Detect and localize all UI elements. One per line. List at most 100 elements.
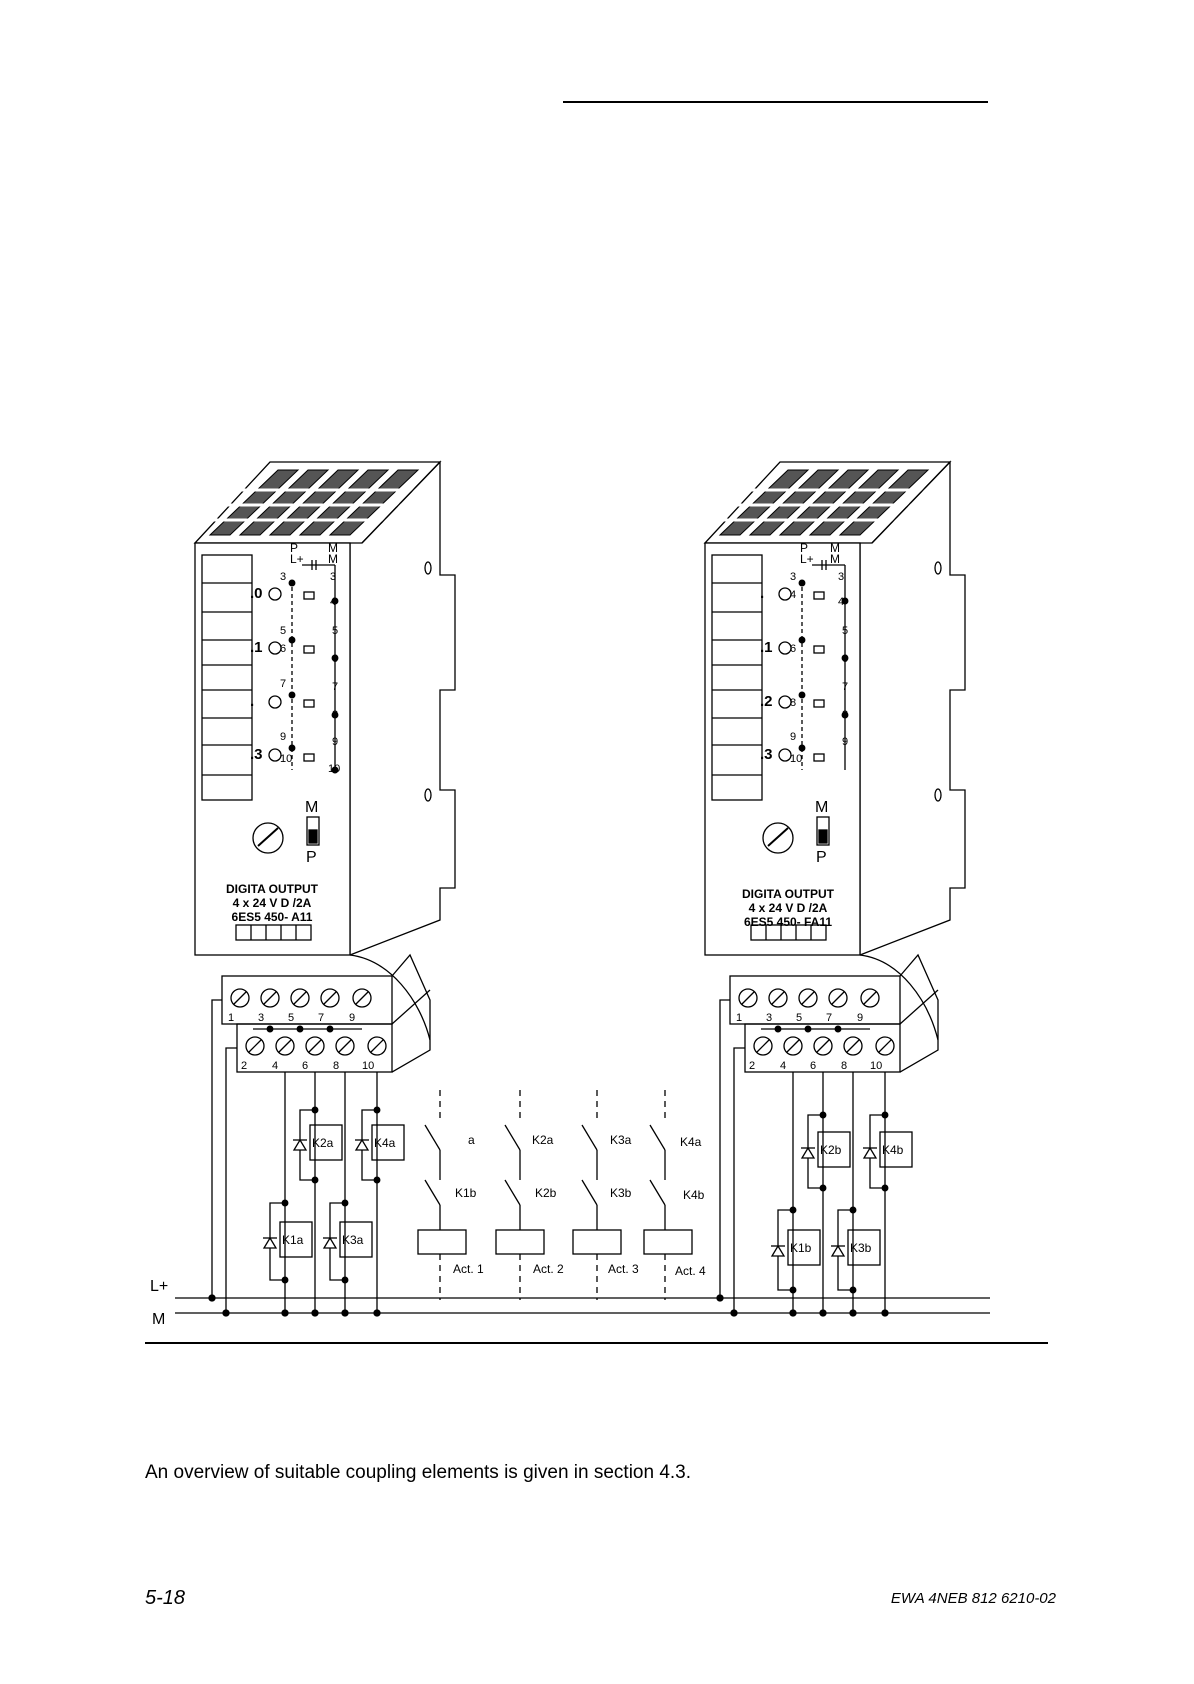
m1-switch-p: P [306, 849, 317, 866]
m1-top-p: P [290, 541, 298, 555]
m2-channel-3: .3 [760, 746, 773, 763]
m1-right-pin: 10 [328, 763, 340, 775]
m2-left-pin: 9 [790, 731, 796, 743]
m2-label-line1: DIGITA OUTPUT [742, 887, 835, 901]
m2-channel-0: . [760, 585, 764, 602]
m2-terminal-bottom: 10 [870, 1060, 882, 1072]
contact-label: K4b [683, 1188, 705, 1202]
m1-right-pin: 8 [332, 709, 338, 721]
m2-channel-1: .1 [760, 639, 773, 656]
m2-terminal-top: 5 [796, 1012, 802, 1024]
m1-switch-m: M [305, 799, 318, 816]
terminal-screws-2 [738, 988, 895, 1056]
m1-terminal-top: 1 [228, 1012, 234, 1024]
m1-terminal-bottom: 6 [302, 1060, 308, 1072]
m1-channel-1: .1 [250, 639, 263, 656]
relay-label: K4b [882, 1143, 904, 1157]
m1-left-pin: 6 [280, 643, 286, 655]
actuator-label: Act. 3 [608, 1262, 639, 1276]
terminal-screws-1 [230, 988, 387, 1056]
m2-switch-p: P [816, 849, 827, 866]
m1-terminal-bottom: 10 [362, 1060, 374, 1072]
m2-top-p: P [800, 541, 808, 555]
body-text: An overview of suitable coupling element… [145, 1462, 692, 1483]
relay-label: K1b [790, 1241, 812, 1255]
top-rule [563, 101, 988, 103]
vent-grid-1 [180, 469, 430, 536]
m1-channel-0: .0 [250, 585, 263, 602]
m2-terminal-bottom: 8 [841, 1060, 847, 1072]
contact-network [417, 1090, 693, 1300]
m2-left-pin: 6 [790, 643, 796, 655]
m2-top-m2: M [830, 552, 840, 566]
m2-right-pin: 6 [842, 653, 848, 665]
m2-right-pin: 8 [842, 709, 848, 721]
m1-left-pin: 7 [280, 678, 286, 690]
m2-terminal-bottom: 6 [810, 1060, 816, 1072]
m1-top-m1: M [328, 541, 338, 555]
m1-right-pin: 5 [332, 625, 338, 637]
m2-label-line2: 4 x 24 V D /2A [749, 901, 828, 915]
m1-channel-2: . [250, 693, 254, 710]
vent-grid-2 [690, 469, 940, 536]
page-number: 5-18 [145, 1587, 186, 1609]
m1-terminal-top: 9 [349, 1012, 355, 1024]
m1-right-pin: 4 [330, 596, 336, 608]
contact-label: a [468, 1133, 475, 1147]
contact-label: K3a [610, 1133, 632, 1147]
m2-right-pin: 9 [842, 736, 848, 748]
m1-channel-3: .3 [250, 746, 263, 763]
m1-label-line3: 6ES5 450- A11 [232, 910, 313, 924]
document-id: EWA 4NEB 812 6210-02 [890, 1590, 1056, 1607]
m1-left-pin: 10 [280, 753, 292, 765]
m2-right-pin: 4 [838, 596, 844, 608]
m1-terminal-top: 5 [288, 1012, 294, 1024]
contact-label: K1b [455, 1186, 477, 1200]
m2-channel-2: .2 [760, 693, 773, 710]
m2-terminal-bottom: 2 [749, 1060, 755, 1072]
contact-label: K2b [535, 1186, 557, 1200]
m2-right-pin: 3 [838, 571, 844, 583]
m1-right-pin: 3 [330, 571, 336, 583]
m1-label-line2: 4 x 24 V D /2A [233, 896, 312, 910]
m1-terminal-bottom: 8 [333, 1060, 339, 1072]
m1-top-lplus: L+ [290, 552, 304, 566]
m2-switch-m: M [815, 799, 828, 816]
m2-terminal-top: 9 [857, 1012, 863, 1024]
m1-right-pin: 6 [332, 653, 338, 665]
relay-label: K3b [850, 1241, 872, 1255]
contact-label: K4a [680, 1135, 702, 1149]
m2-terminal-top: 7 [826, 1012, 832, 1024]
m1-terminal-top: 7 [318, 1012, 324, 1024]
contact-label: K3b [610, 1186, 632, 1200]
m2-top-m1: M [830, 541, 840, 555]
m1-top-m2: M [328, 552, 338, 566]
rail-label-lplus: L+ [150, 1278, 168, 1295]
m1-left-pin: 9 [280, 731, 286, 743]
m2-left-pin: 10 [790, 753, 802, 765]
m1-terminal-top: 3 [258, 1012, 264, 1024]
m1-left-pin: 3 [280, 571, 286, 583]
m1-right-pin: 9 [332, 736, 338, 748]
m1-right-pin: 7 [332, 681, 338, 693]
m2-terminal-top: 1 [736, 1012, 742, 1024]
m1-terminal-bottom: 2 [241, 1060, 247, 1072]
output-module-2 [690, 460, 966, 1317]
actuator-label: Act. 4 [675, 1264, 706, 1278]
contact-label: K2a [532, 1133, 554, 1147]
m2-top-lplus: L+ [800, 552, 814, 566]
actuator-label: Act. 1 [453, 1262, 484, 1276]
m1-label-line1: DIGITA OUTPUT [226, 882, 319, 896]
m2-left-pin: 8 [790, 697, 796, 709]
relay-label: K3a [342, 1233, 364, 1247]
relay-label: K4a [374, 1136, 396, 1150]
relay-label: K2a [312, 1136, 334, 1150]
m2-left-pin: 4 [790, 589, 796, 601]
m1-terminal-bottom: 4 [272, 1060, 278, 1072]
m2-label-line3: 6ES5 450- FA11 [744, 915, 832, 929]
m1-left-pin: 5 [280, 625, 286, 637]
rail-label-m: M [152, 1311, 165, 1328]
m2-right-pin: 5 [842, 625, 848, 637]
